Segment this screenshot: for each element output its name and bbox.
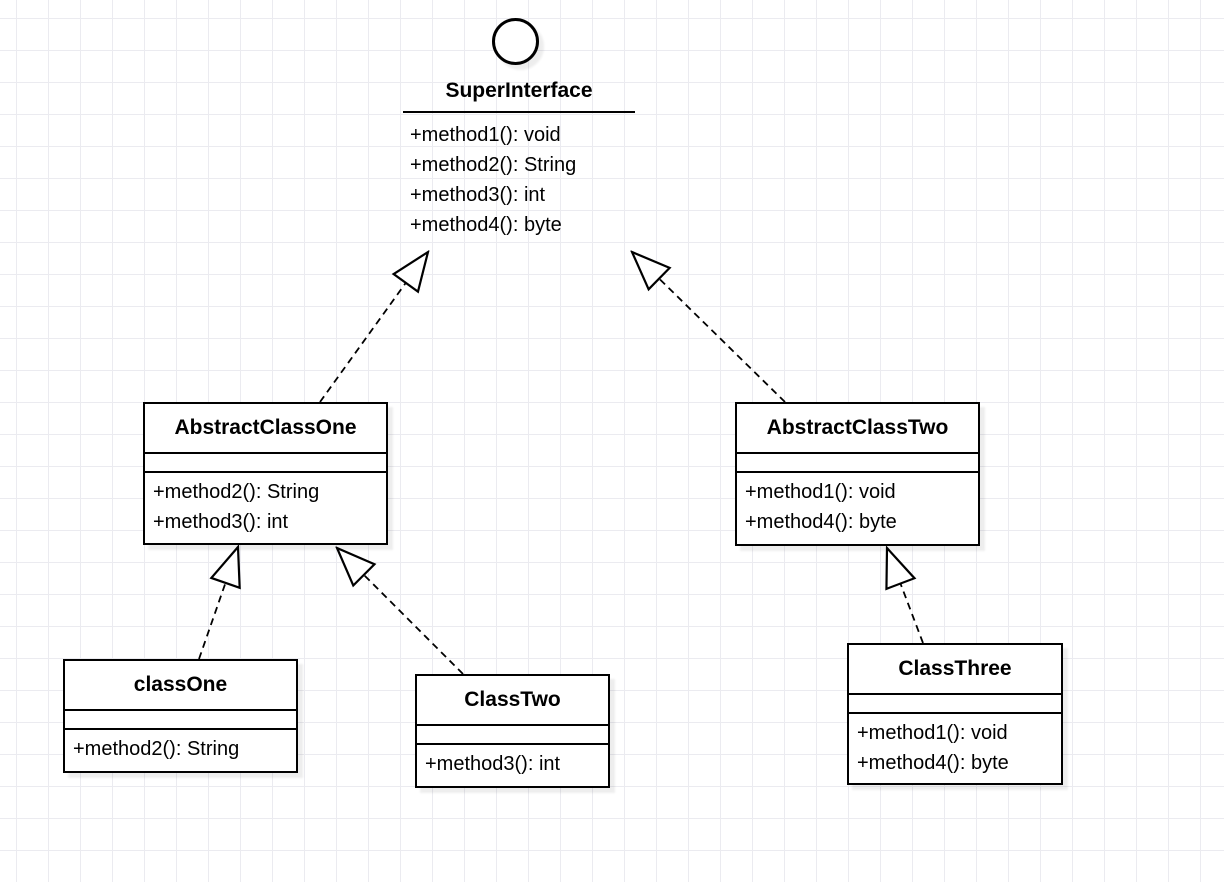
edge-abstractclassone-implements-superinterface[interactable] <box>319 252 428 403</box>
method-entry: +method1(): void <box>857 722 1008 744</box>
class-name: AbstractClassTwo <box>737 404 978 454</box>
methods-compartment: +method1(): void +method4(): byte <box>737 473 978 544</box>
attributes-compartment <box>737 454 978 473</box>
edge-classthree-extends-abstractclasstwo[interactable] <box>887 548 924 644</box>
method-entry: +method2(): String <box>73 738 240 760</box>
method-entry: +method4(): byte <box>745 511 897 533</box>
class-name: classOne <box>65 661 296 711</box>
interface-methods-compartment: +method1(): void +method2(): String +met… <box>403 113 635 240</box>
method-entry: +method4(): byte <box>410 214 562 236</box>
method-entry: +method1(): void <box>410 124 561 146</box>
node-superinterface[interactable]: SuperInterface +method1(): void +method2… <box>403 77 635 240</box>
edge-classtwo-extends-abstractclassone[interactable] <box>337 548 464 675</box>
method-entry: +method4(): byte <box>857 752 1009 774</box>
methods-compartment: +method2(): String <box>65 730 296 771</box>
method-entry: +method3(): int <box>425 753 561 775</box>
node-classthree[interactable]: ClassThree +method1(): void +method4(): … <box>847 643 1063 785</box>
attributes-compartment <box>849 695 1061 714</box>
methods-compartment: +method3(): int <box>417 745 608 786</box>
method-entry: +method3(): int <box>410 184 546 206</box>
interface-name: SuperInterface <box>403 77 635 113</box>
class-name: ClassThree <box>849 645 1061 695</box>
node-classtwo[interactable]: ClassTwo +method3(): int <box>415 674 610 788</box>
class-name: ClassTwo <box>417 676 608 726</box>
methods-compartment: +method1(): void +method4(): byte <box>849 714 1061 783</box>
method-entry: +method3(): int <box>153 511 289 533</box>
method-entry: +method1(): void <box>745 481 896 503</box>
edge-abstractclasstwo-implements-superinterface[interactable] <box>632 252 786 403</box>
interface-lollipop-icon[interactable] <box>492 18 539 65</box>
method-entry: +method2(): String <box>153 481 320 503</box>
attributes-compartment <box>145 454 386 473</box>
attributes-compartment <box>65 711 296 730</box>
node-abstractclasstwo[interactable]: AbstractClassTwo +method1(): void +metho… <box>735 402 980 546</box>
class-name: AbstractClassOne <box>145 404 386 454</box>
attributes-compartment <box>417 726 608 745</box>
method-entry: +method2(): String <box>410 154 577 176</box>
node-classone[interactable]: classOne +method2(): String <box>63 659 298 773</box>
node-abstractclassone[interactable]: AbstractClassOne +method2(): String +met… <box>143 402 388 545</box>
methods-compartment: +method2(): String +method3(): int <box>145 473 386 543</box>
edge-classone-extends-abstractclassone[interactable] <box>198 547 238 660</box>
